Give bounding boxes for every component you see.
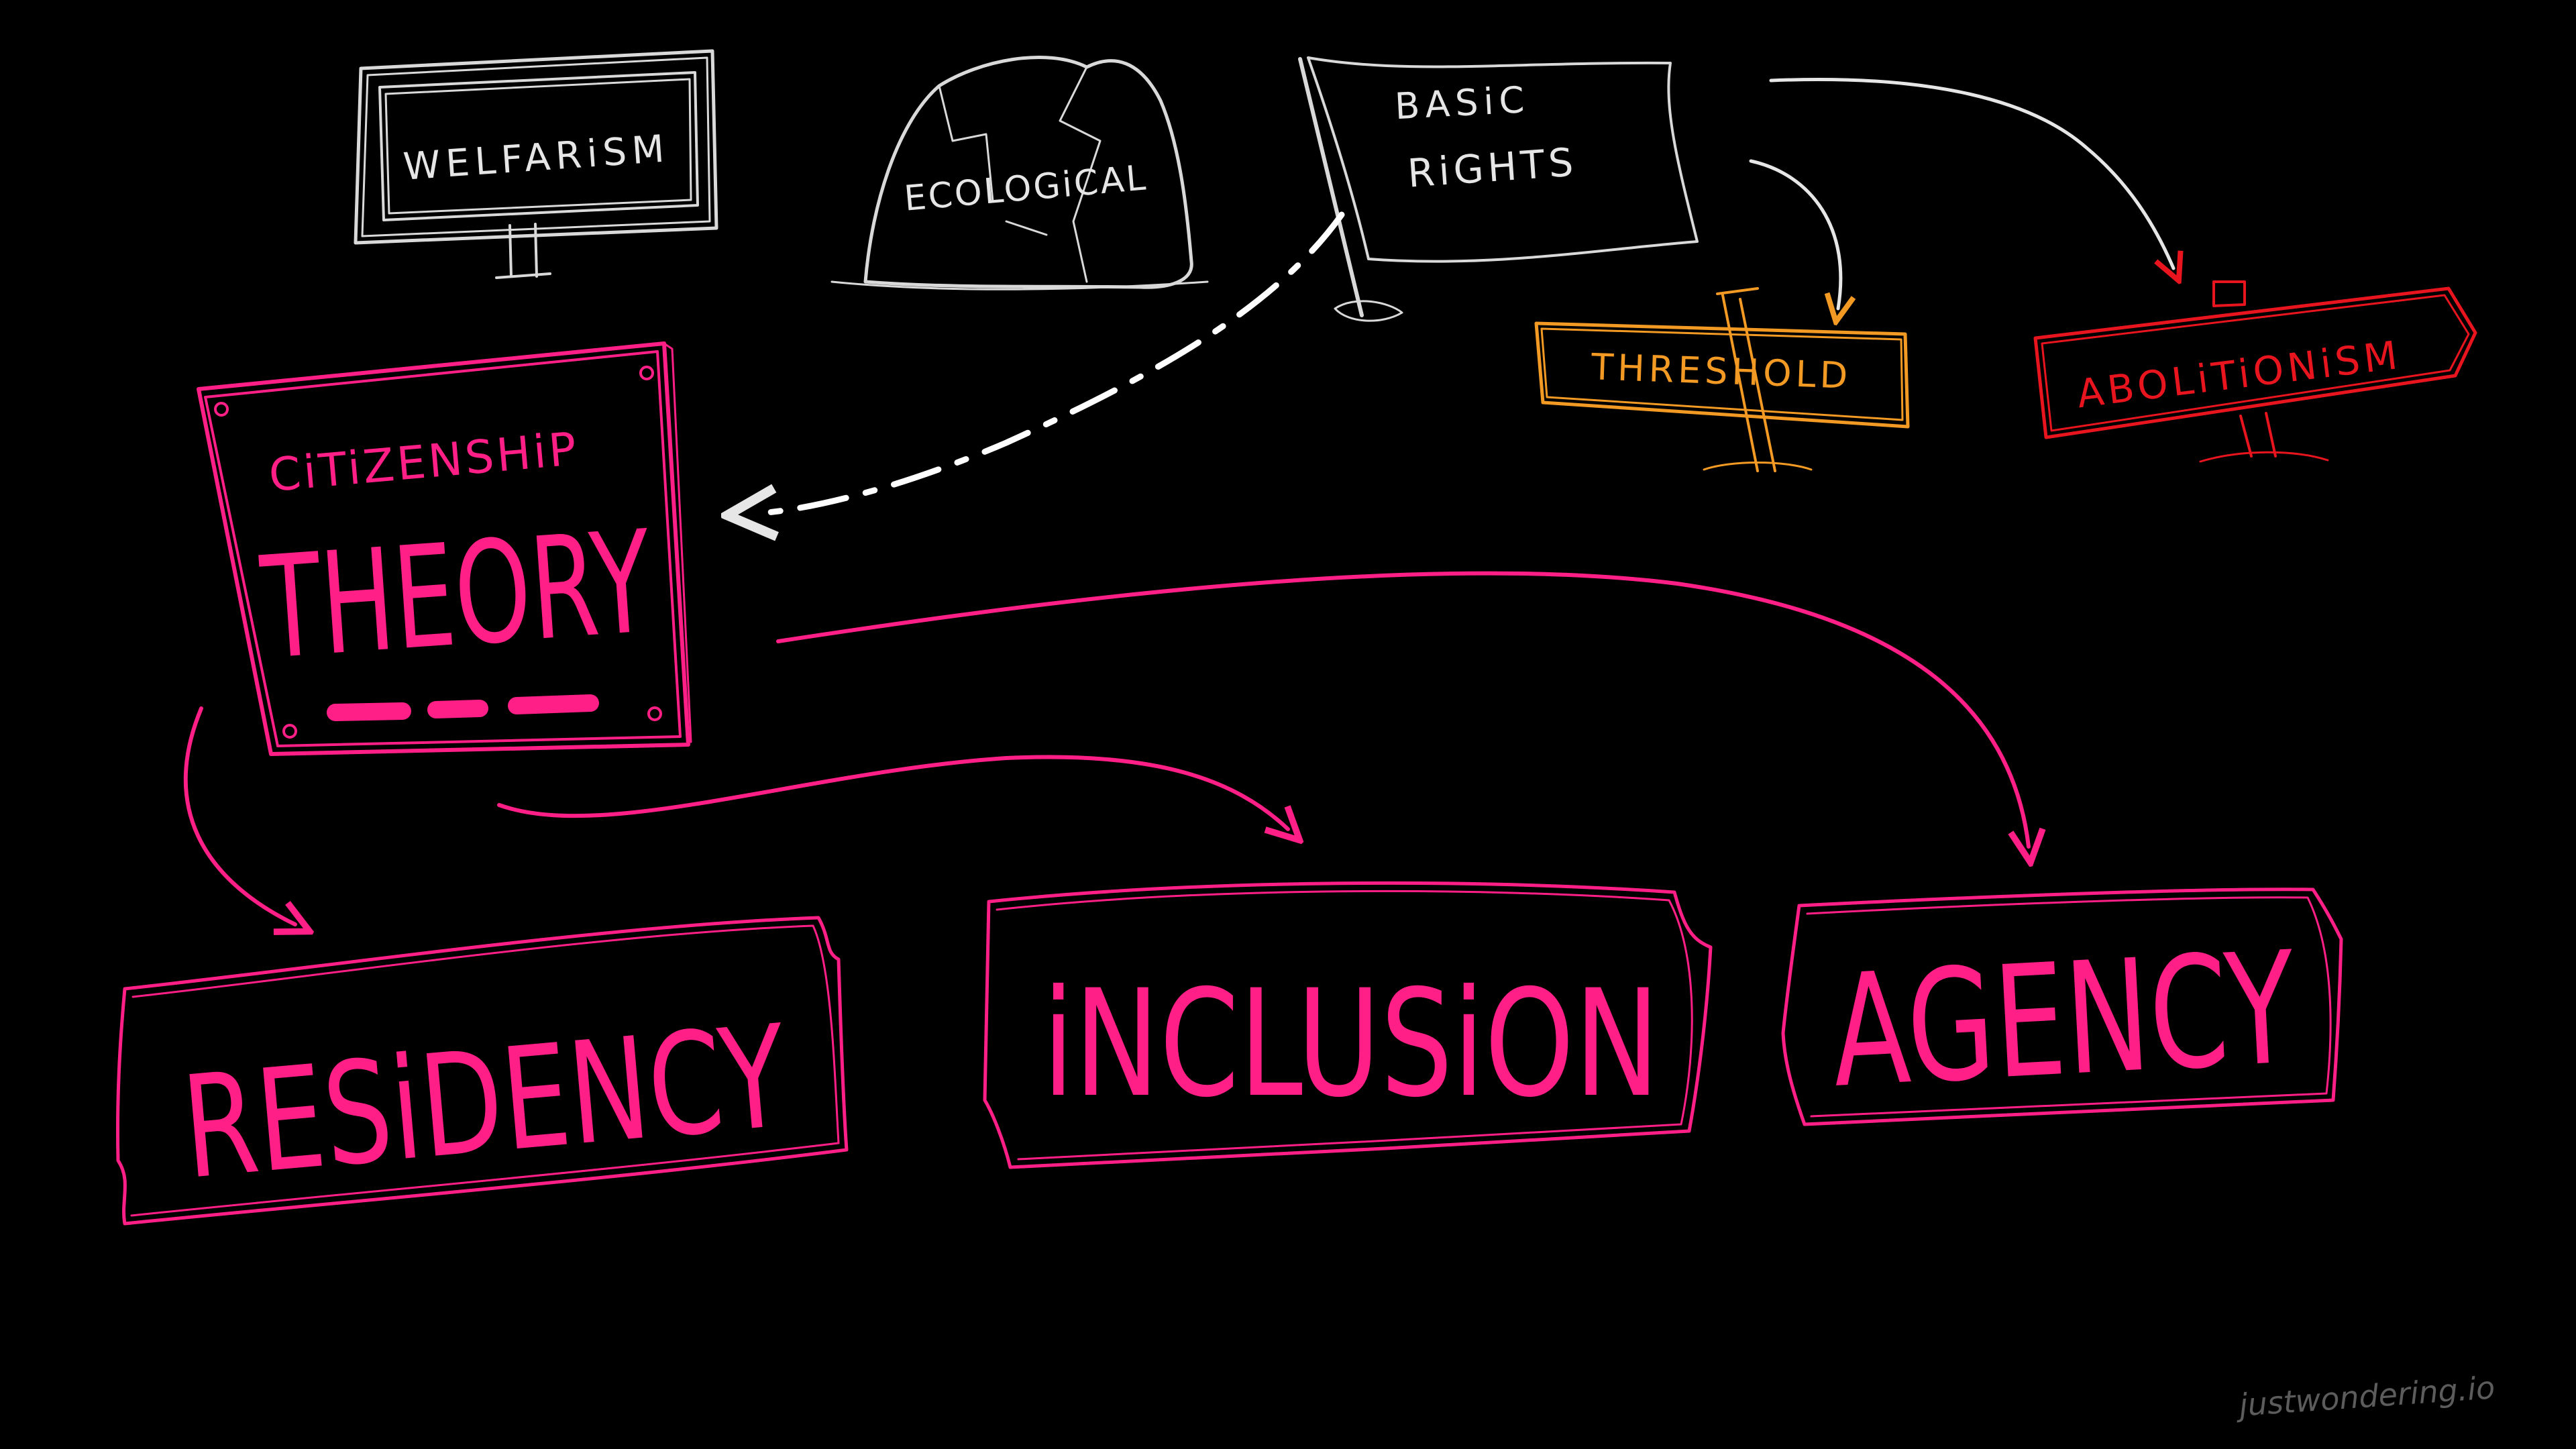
basic-rights-flag: BASiC RiGHTS	[1298, 56, 1699, 322]
watermark: justwondering.io	[2234, 1369, 2496, 1424]
threshold-sign: THRESHOLD	[1534, 287, 1910, 472]
theory-label: THEORY	[256, 500, 657, 691]
connector-basic-rights-to-citizenship	[751, 211, 1345, 514]
inclusion-label: iNCLUSiON	[1042, 958, 1660, 1130]
welfarism-label: WELFARiSM	[402, 127, 671, 189]
connector-theory-to-residency	[184, 706, 295, 924]
inclusion-box: iNCLUSiON	[983, 881, 1713, 1169]
welfarism-sign: WELFARiSM	[354, 49, 718, 279]
threshold-label: THRESHOLD	[1590, 345, 1852, 397]
citizenship-theory-board: CiTiZENSHiP THEORY	[197, 341, 692, 756]
abolitionism-sign: ABOLiTiONiSM	[2033, 280, 2477, 463]
citizenship-label: CiTiZENSHiP	[267, 423, 581, 502]
basic-rights-label-line2: RiGHTS	[1406, 139, 1578, 196]
connector-basic-rights-to-threshold	[1749, 159, 1841, 309]
residency-box: RESiDENCY	[115, 916, 849, 1226]
connector-theory-to-agency	[776, 571, 2029, 847]
residency-label: RESiDENCY	[176, 994, 792, 1211]
agency-label: AGENCY	[1828, 919, 2300, 1122]
ecological-label: ECOLOGiCAL	[902, 158, 1149, 219]
agency-box: AGENCY	[1781, 888, 2343, 1126]
connector-theory-to-inclusion	[497, 755, 1288, 829]
basic-rights-label-line1: BASiC	[1394, 78, 1531, 127]
ecological-rock: ECOLOGiCAL	[830, 56, 1209, 290]
abolitionism-label: ABOLiTiONiSM	[2074, 332, 2404, 417]
connector-top-to-abolitionism	[1769, 78, 2174, 268]
